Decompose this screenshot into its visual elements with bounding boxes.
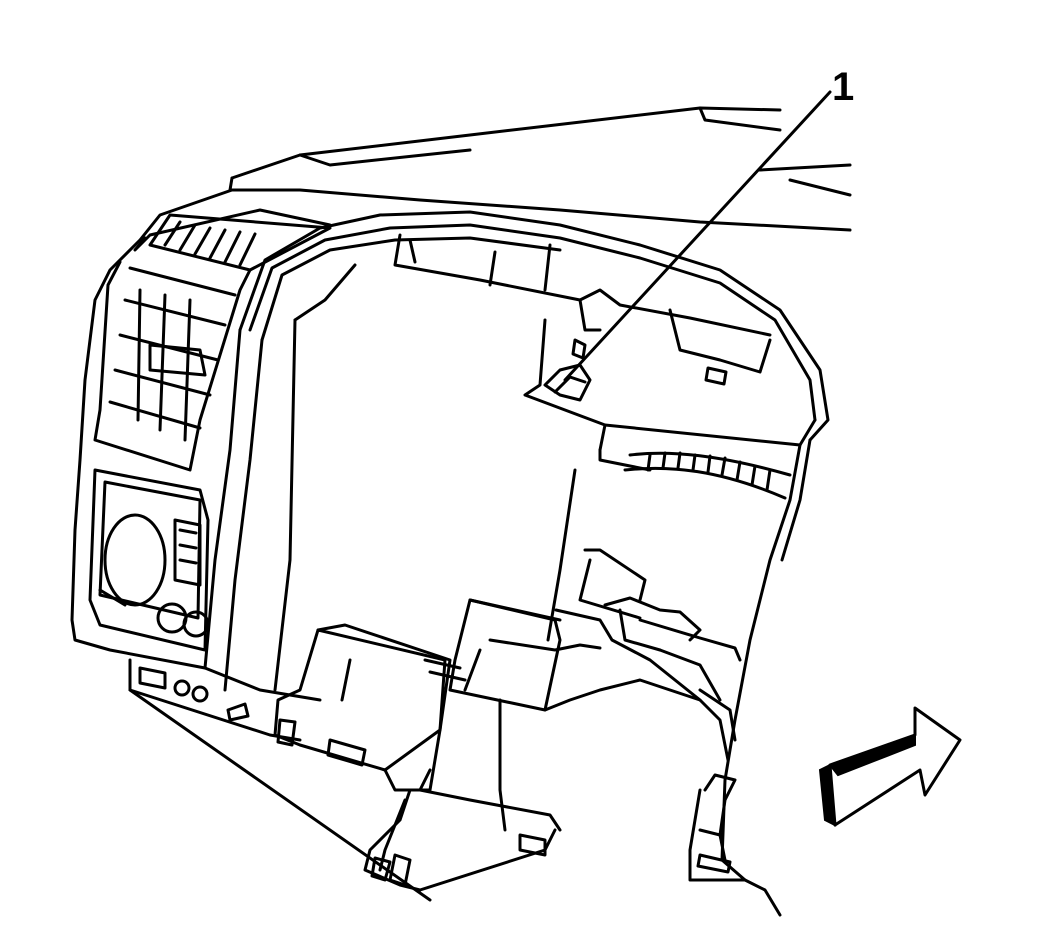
headlamp-switch-opening [88,468,210,652]
steering-column-opening [546,468,742,762]
forward-arrow-icon [818,706,962,827]
cluster-opening [203,210,830,692]
upper-duct [393,233,772,386]
lower-support-bracket [363,698,562,892]
air-outlet-vent [93,213,332,472]
left-trim-panel [70,188,332,702]
dash-top-surface [228,106,852,232]
wiring-harness [623,451,792,500]
knee-bolster-bracket [273,598,702,792]
right-side-panel [688,438,812,917]
retainer-bracket [523,318,817,472]
callout-leader-line [563,90,832,382]
callout-label-1: 1 [832,65,854,109]
lower-switch-strip [128,658,432,902]
